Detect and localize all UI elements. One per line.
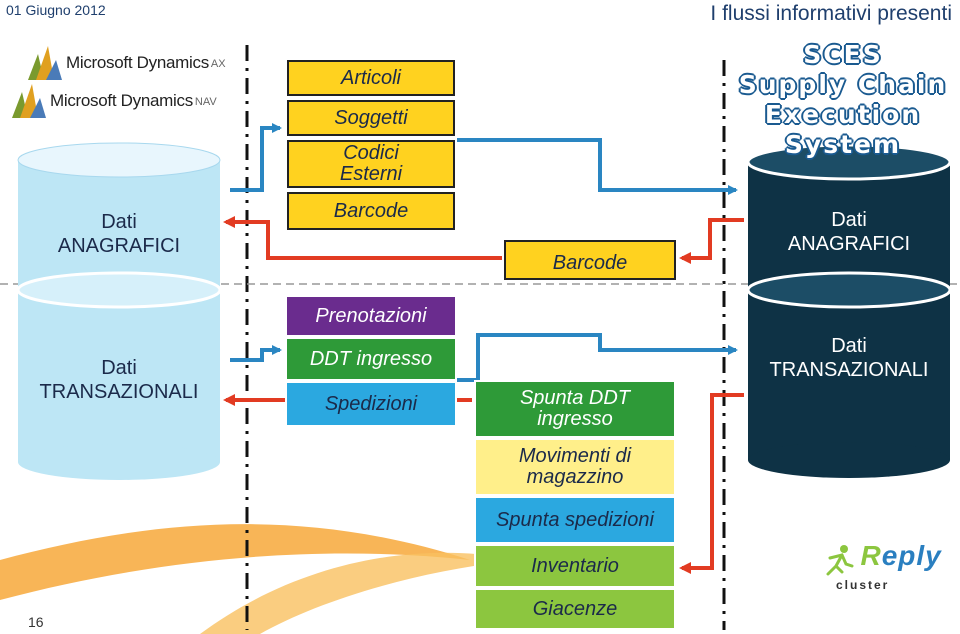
left-db-transazionali-label: Dati TRANSAZIONALI bbox=[18, 356, 220, 404]
label-line: Dati bbox=[101, 211, 137, 233]
ms-ax-edition: AX bbox=[210, 58, 226, 70]
sces-logo-line-2: Supply Chain bbox=[738, 70, 948, 99]
page-number: 16 bbox=[28, 614, 44, 630]
box-label: DDT ingresso bbox=[309, 347, 433, 370]
box-barcode-right: Barcode bbox=[502, 238, 678, 282]
arrow-red bbox=[679, 393, 744, 574]
label-line: TRANSAZIONALI bbox=[39, 381, 199, 403]
box-articoli: Articoli bbox=[285, 58, 457, 98]
box-spunta-spedizioni: Spunta spedizioni bbox=[474, 496, 676, 544]
swoosh-decoration bbox=[0, 524, 470, 600]
box-label: Articoli bbox=[340, 66, 401, 89]
box-label: ingresso bbox=[537, 408, 613, 430]
ms-ax-text: Microsoft Dynamics bbox=[66, 53, 209, 72]
box-label: Codici bbox=[343, 142, 399, 164]
left-db-anagrafici-label: Dati ANAGRAFICI bbox=[18, 210, 220, 258]
label-line: Dati bbox=[831, 335, 867, 357]
box-label: Spunta spedizioni bbox=[496, 508, 654, 531]
sces-logo-line-3: Execution System bbox=[764, 100, 922, 159]
arrow-blue bbox=[230, 345, 282, 362]
box-spunta-ddt: Spunta DDT ingresso bbox=[474, 380, 676, 438]
box-label: Barcode bbox=[333, 199, 409, 222]
arrow-red bbox=[679, 218, 744, 264]
slide-date: 01 Giugno 2012 bbox=[6, 2, 106, 18]
ms-nav-edition: NAV bbox=[194, 96, 217, 108]
arrow-blue bbox=[230, 123, 282, 192]
dynamics-icon bbox=[28, 46, 62, 80]
box-inventario: Inventario bbox=[474, 544, 676, 588]
box-label: Soggetti bbox=[334, 106, 408, 129]
ms-dynamics-ax-logo: Microsoft Dynamics AX bbox=[26, 44, 226, 82]
box-label: Barcode bbox=[552, 252, 628, 274]
arrow-red bbox=[223, 216, 502, 260]
right-db-transazionali-label: Dati TRANSAZIONALI bbox=[748, 334, 950, 382]
reply-r: R bbox=[860, 540, 882, 571]
box-codici-esterni: Codici Esterni bbox=[285, 138, 457, 190]
ms-dynamics-nav-logo: Microsoft Dynamics NAV bbox=[10, 82, 217, 120]
label-line: ANAGRAFICI bbox=[57, 235, 181, 257]
arrow-blue bbox=[457, 333, 738, 382]
box-label: Esterni bbox=[339, 163, 403, 185]
box-label: Spedizioni bbox=[324, 392, 418, 415]
sces-logo-line-1: SCES bbox=[803, 40, 883, 69]
reply-rest: eply bbox=[881, 540, 942, 571]
slide-title: I flussi informativi presenti bbox=[710, 2, 952, 25]
label-line: Dati bbox=[101, 357, 137, 379]
ms-nav-text: Microsoft Dynamics bbox=[50, 91, 193, 110]
right-database bbox=[746, 143, 952, 478]
label-line: Dati bbox=[831, 209, 867, 231]
arrow-blue bbox=[457, 138, 738, 195]
box-soggetti: Soggetti bbox=[285, 98, 457, 138]
left-database bbox=[16, 142, 222, 480]
swoosh-decoration-2 bbox=[200, 552, 520, 634]
box-barcode-left: Barcode bbox=[285, 190, 457, 232]
box-spedizioni: Spedizioni bbox=[285, 381, 457, 427]
box-label: Spunta DDT bbox=[519, 387, 631, 409]
reply-logo: Reply cluster bbox=[822, 540, 942, 592]
label-line: ANAGRAFICI bbox=[787, 233, 911, 255]
box-label: Prenotazioni bbox=[315, 304, 427, 327]
box-label: magazzino bbox=[526, 466, 624, 488]
right-db-anagrafici-label: Dati ANAGRAFICI bbox=[748, 208, 950, 256]
reply-cluster-text: cluster bbox=[836, 577, 890, 592]
box-label: Movimenti di bbox=[518, 445, 632, 467]
box-giacenze: Giacenze bbox=[474, 588, 676, 630]
box-label: Giacenze bbox=[532, 597, 618, 620]
label-line: TRANSAZIONALI bbox=[769, 359, 929, 381]
reply-word: Reply bbox=[860, 540, 941, 571]
box-ddt-ingresso: DDT ingresso bbox=[285, 337, 457, 381]
box-prenotazioni: Prenotazioni bbox=[285, 295, 457, 337]
box-movimenti: Movimenti di magazzino bbox=[474, 438, 676, 496]
runner-icon bbox=[826, 544, 854, 576]
box-label: Inventario bbox=[531, 554, 619, 577]
dynamics-icon bbox=[12, 84, 46, 118]
